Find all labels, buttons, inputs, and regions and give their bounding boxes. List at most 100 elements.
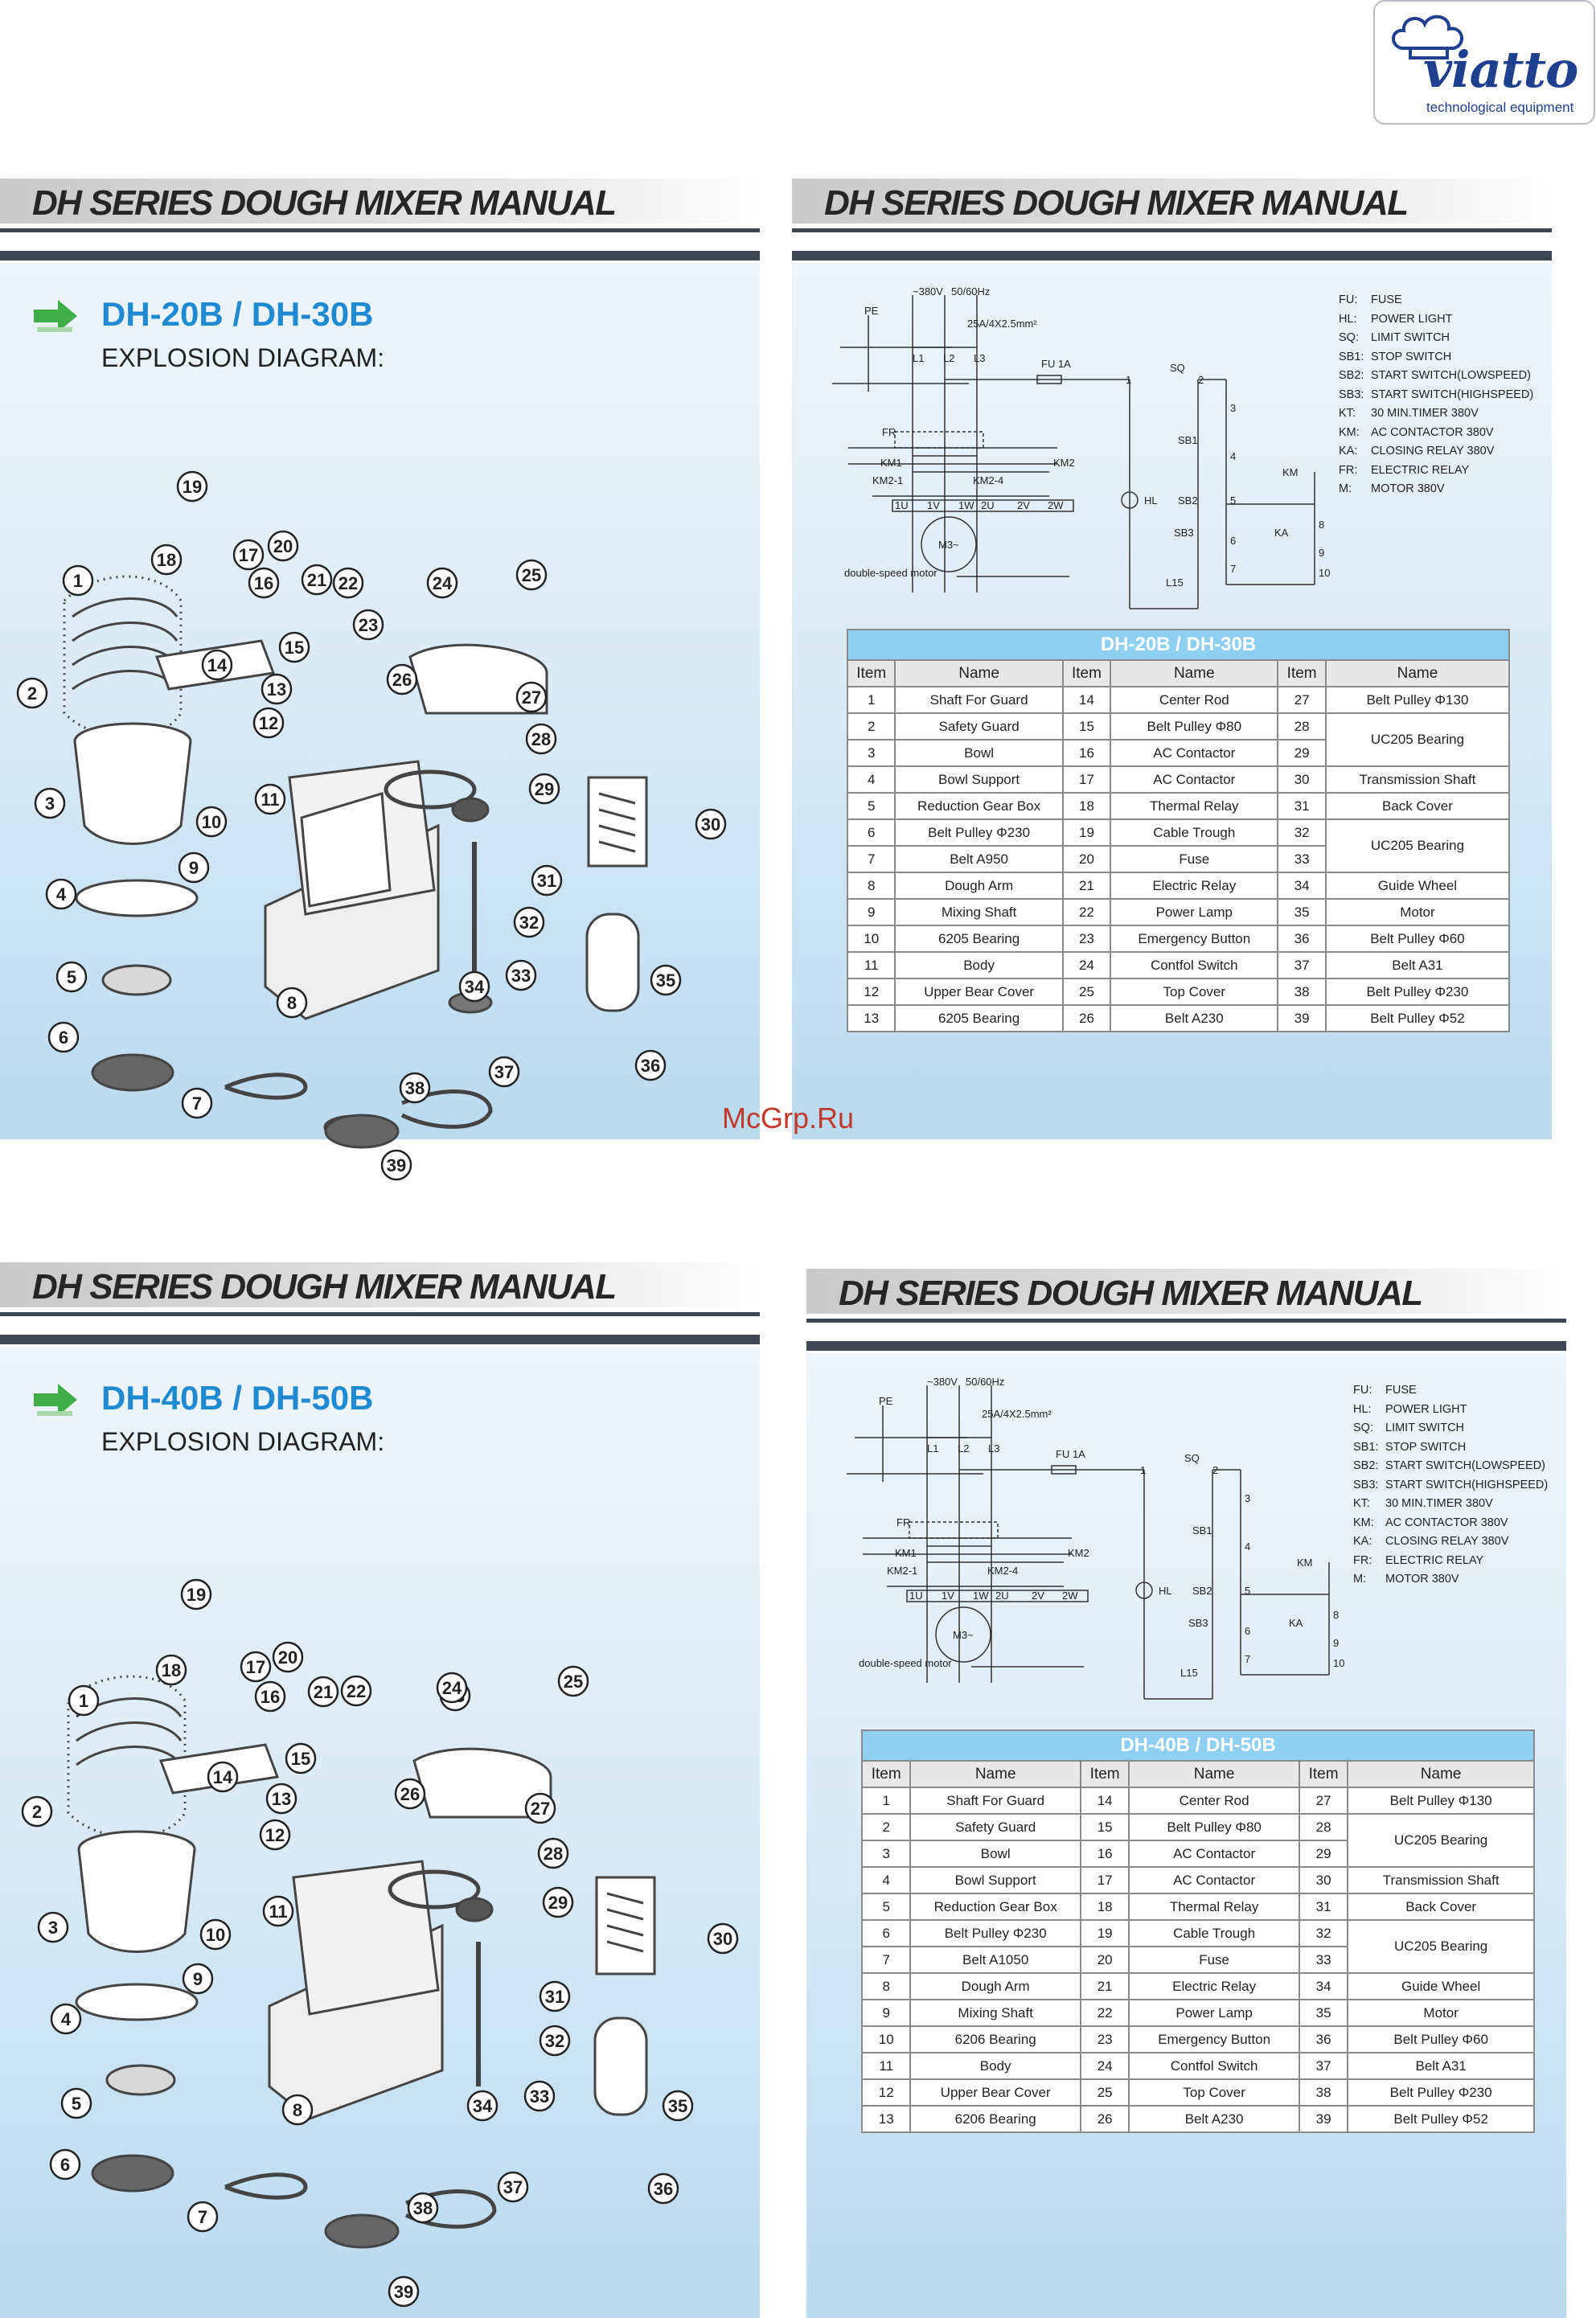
legend-value: POWER LIGHT [1385, 1402, 1467, 1416]
part-name: Safety Guard [894, 712, 1064, 741]
legend-value: MOTOR 380V [1385, 1573, 1459, 1586]
callout-14: 14 [207, 1761, 239, 1793]
wiring-label-motor: M3~ [953, 1629, 974, 1641]
wiring-label-n5: 5 [1230, 494, 1236, 507]
legend-key: SB3: [1353, 1478, 1379, 1491]
legend-row: SB2:START SWITCH(LOWSPEED) [1353, 1457, 1548, 1476]
part-name: Guide Wheel [1347, 1972, 1535, 2000]
svg-text:11: 11 [261, 790, 279, 810]
wiring-label-pe: PE [864, 305, 879, 317]
item-number: 11 [846, 951, 896, 979]
diagram-subtitle: EXPLOSION DIAGRAM: [101, 343, 385, 372]
item-number: 33 [1298, 1946, 1349, 1974]
item-number: 14 [1079, 1787, 1130, 1815]
callout-13: 13 [261, 673, 293, 705]
svg-text:21: 21 [307, 570, 326, 590]
callout-7: 7 [181, 1087, 213, 1119]
wiring-label-km21: KM2-1 [872, 474, 903, 486]
item-number: 3 [846, 739, 896, 767]
svg-text:1: 1 [73, 571, 83, 591]
wiring-label-volt: ~380V [927, 1376, 958, 1388]
wiring-label-n2: 2 [1212, 1464, 1218, 1476]
svg-text:35: 35 [656, 970, 675, 991]
table-header: Name [1324, 659, 1511, 687]
callout-16: 16 [248, 567, 280, 599]
legend-value: CLOSING RELAY 380V [1371, 445, 1495, 457]
callout-13: 13 [265, 1783, 297, 1815]
svg-text:39: 39 [387, 1155, 406, 1175]
callout-circles: 1234567891011121314151617181920212223242… [21, 1578, 739, 2308]
wiring-label-n2: 2 [1198, 374, 1204, 386]
legend-key: SQ: [1339, 331, 1359, 344]
wiring-label-n3: 3 [1245, 1492, 1250, 1504]
part-name: Upper Bear Cover [909, 2078, 1081, 2107]
panel-title: DH SERIES DOUGH MIXER MANUAL [824, 183, 1409, 223]
legend-key: KA: [1353, 1535, 1372, 1548]
part-name: 6205 Bearing [894, 1004, 1064, 1032]
wiring-label-l1: L1 [913, 352, 924, 364]
item-number: 32 [1298, 1919, 1349, 1947]
svg-text:8: 8 [293, 2100, 302, 2120]
item-number: 29 [1277, 739, 1327, 767]
panel-header: DH SERIES DOUGH MIXER MANUAL [0, 178, 760, 224]
callout-23: 23 [352, 609, 384, 641]
callout-38: 38 [399, 1072, 431, 1104]
part-name: Cable Trough [1128, 1919, 1300, 1947]
part-name: Belt A230 [1110, 1004, 1279, 1032]
legend-key: SB1: [1339, 350, 1364, 363]
wiring-label-km2: KM2 [1068, 1547, 1089, 1559]
svg-text:17: 17 [239, 545, 258, 565]
svg-text:6: 6 [60, 2155, 70, 2175]
brand-logo: viatto technological equipment [1373, 0, 1595, 125]
legend-row: SB3:START SWITCH(HIGHSPEED) [1339, 386, 1533, 405]
item-number: 39 [1298, 2105, 1349, 2133]
part-name: Belt Pulley Φ80 [1128, 1813, 1300, 1841]
svg-text:13: 13 [267, 679, 286, 700]
part-name: Belt A31 [1347, 2052, 1535, 2080]
wiring-label-km2: KM2 [1053, 457, 1075, 469]
part-name: AC Contactor [1110, 739, 1279, 767]
part-name: Reduction Gear Box [894, 792, 1064, 820]
callout-1: 1 [62, 564, 94, 597]
table-header: Item [1061, 659, 1112, 687]
callout-39: 39 [380, 1149, 412, 1181]
wiring-label-l1: L1 [927, 1442, 938, 1454]
callout-21: 21 [301, 564, 333, 596]
table-title: DH-20B / DH-30B [847, 629, 1510, 661]
svg-text:18: 18 [162, 1660, 181, 1680]
svg-text:36: 36 [654, 2179, 673, 2199]
part-name: 6205 Bearing [894, 925, 1064, 953]
wiring-label-ka: KA [1289, 1617, 1303, 1629]
item-number: 16 [1079, 1840, 1130, 1868]
svg-text:19: 19 [183, 477, 202, 497]
panel-header: DH SERIES DOUGH MIXER MANUAL [0, 1262, 760, 1307]
wiring-label-n8: 8 [1319, 519, 1324, 531]
part-name: Belt Pulley Φ52 [1347, 2105, 1535, 2133]
callout-33: 33 [505, 959, 537, 991]
item-number: 20 [1079, 1946, 1130, 1974]
wiring-label-l15: L15 [1166, 576, 1184, 589]
part-name: Belt A950 [894, 845, 1064, 873]
legend-key: FR: [1339, 463, 1358, 477]
model-heading: DH-20B / DH-30B [101, 295, 374, 333]
legend-value: CLOSING RELAY 380V [1385, 1535, 1509, 1548]
part-name: Belt A31 [1324, 951, 1511, 979]
svg-text:1: 1 [79, 1691, 88, 1711]
wiring-label-w2: 2W [1062, 1590, 1078, 1602]
callout-17: 17 [232, 539, 265, 571]
callout-29: 29 [528, 773, 560, 805]
svg-text:36: 36 [641, 1056, 660, 1076]
legend-row: HL:POWER LIGHT [1353, 1401, 1548, 1420]
svg-text:9: 9 [193, 1969, 203, 1989]
item-number: 34 [1298, 1972, 1349, 2000]
svg-text:39: 39 [394, 2282, 413, 2302]
svg-text:12: 12 [265, 1825, 285, 1845]
part-name: Belt A1050 [909, 1946, 1081, 1974]
part-name: Belt Pulley Φ230 [894, 818, 1064, 847]
wiring-label-n9: 9 [1319, 547, 1324, 559]
